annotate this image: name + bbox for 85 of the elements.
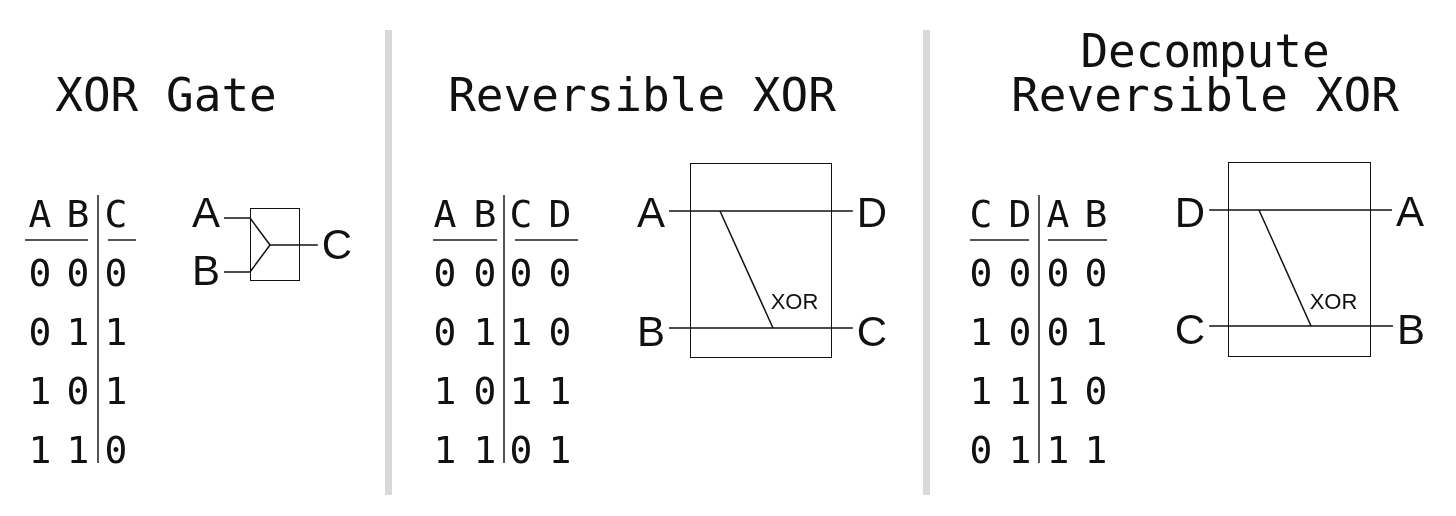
signal-label: C bbox=[1170, 309, 1210, 351]
truth-value: 0 bbox=[969, 254, 993, 292]
column-header: A bbox=[28, 195, 52, 233]
truth-value: 1 bbox=[28, 372, 52, 410]
column-header: A bbox=[1046, 195, 1070, 233]
wire bbox=[1208, 325, 1229, 327]
truth-value: 0 bbox=[509, 254, 533, 292]
truth-value: 0 bbox=[433, 254, 457, 292]
panel-title: XOR Gate bbox=[55, 72, 277, 118]
truth-value: 1 bbox=[969, 372, 993, 410]
gate-box bbox=[690, 163, 832, 358]
signal-label: B bbox=[188, 250, 224, 292]
panel-title: Reversible XOR bbox=[448, 72, 836, 118]
signal-label: C bbox=[852, 311, 892, 353]
truth-value: 1 bbox=[473, 313, 497, 351]
wire bbox=[668, 327, 691, 329]
truth-value: 0 bbox=[1084, 372, 1108, 410]
wire bbox=[223, 271, 251, 273]
wire bbox=[668, 210, 691, 212]
signal-label: B bbox=[1393, 309, 1429, 351]
column-header: D bbox=[548, 195, 572, 233]
wire bbox=[1370, 325, 1394, 327]
truth-value: 1 bbox=[1046, 431, 1070, 469]
truth-value: 0 bbox=[1084, 254, 1108, 292]
truth-value: 1 bbox=[433, 431, 457, 469]
gate-box bbox=[1228, 162, 1371, 357]
truth-value: 1 bbox=[1046, 372, 1070, 410]
truth-value: 0 bbox=[433, 313, 457, 351]
truth-value: 1 bbox=[66, 431, 90, 469]
signal-label: C bbox=[317, 224, 357, 266]
panel-title: Decompute Reversible XOR bbox=[1010, 29, 1400, 117]
truth-value: 0 bbox=[548, 254, 572, 292]
truth-value: 0 bbox=[104, 254, 128, 292]
truth-value: 0 bbox=[509, 431, 533, 469]
signal-label: A bbox=[188, 192, 224, 234]
truth-value: 0 bbox=[28, 313, 52, 351]
gate-box bbox=[250, 208, 300, 281]
truth-value: 0 bbox=[66, 254, 90, 292]
truth-value: 0 bbox=[66, 372, 90, 410]
truth-value: 1 bbox=[969, 313, 993, 351]
truth-value: 0 bbox=[28, 254, 52, 292]
truth-value: 1 bbox=[509, 372, 533, 410]
signal-label: A bbox=[1392, 191, 1428, 233]
gate-label: XOR bbox=[770, 290, 819, 313]
column-header: C bbox=[509, 195, 533, 233]
truth-value: 0 bbox=[1046, 254, 1070, 292]
wire bbox=[831, 210, 854, 212]
truth-value: 0 bbox=[1008, 313, 1032, 351]
truth-value: 0 bbox=[473, 372, 497, 410]
truth-value: 1 bbox=[1008, 431, 1032, 469]
column-header: D bbox=[1008, 195, 1032, 233]
truth-value: 1 bbox=[548, 431, 572, 469]
truth-value: 1 bbox=[548, 372, 572, 410]
wire bbox=[1208, 209, 1229, 211]
gate-label: XOR bbox=[1309, 290, 1358, 313]
signal-label: D bbox=[1170, 192, 1210, 234]
signal-label: A bbox=[633, 192, 669, 234]
truth-value: 0 bbox=[1008, 254, 1032, 292]
truth-value: 0 bbox=[548, 313, 572, 351]
wire bbox=[299, 244, 319, 246]
truth-value: 0 bbox=[104, 431, 128, 469]
truth-value: 0 bbox=[969, 431, 993, 469]
column-header: B bbox=[1084, 195, 1108, 233]
wire bbox=[223, 217, 251, 219]
truth-value: 0 bbox=[1046, 313, 1070, 351]
signal-label: D bbox=[852, 192, 892, 234]
column-header: A bbox=[433, 195, 457, 233]
signal-label: B bbox=[633, 311, 669, 353]
truth-value: 1 bbox=[433, 372, 457, 410]
wire bbox=[831, 327, 854, 329]
truth-value: 1 bbox=[66, 313, 90, 351]
column-header: C bbox=[104, 195, 128, 233]
truth-value: 0 bbox=[473, 254, 497, 292]
truth-value: 1 bbox=[1084, 431, 1108, 469]
truth-value: 1 bbox=[104, 313, 128, 351]
column-header: B bbox=[473, 195, 497, 233]
wire bbox=[1370, 209, 1393, 211]
truth-value: 1 bbox=[473, 431, 497, 469]
column-header: B bbox=[66, 195, 90, 233]
column-header: C bbox=[969, 195, 993, 233]
truth-value: 1 bbox=[1008, 372, 1032, 410]
truth-value: 1 bbox=[509, 313, 533, 351]
truth-value: 1 bbox=[28, 431, 52, 469]
truth-value: 1 bbox=[1084, 313, 1108, 351]
truth-value: 1 bbox=[104, 372, 128, 410]
